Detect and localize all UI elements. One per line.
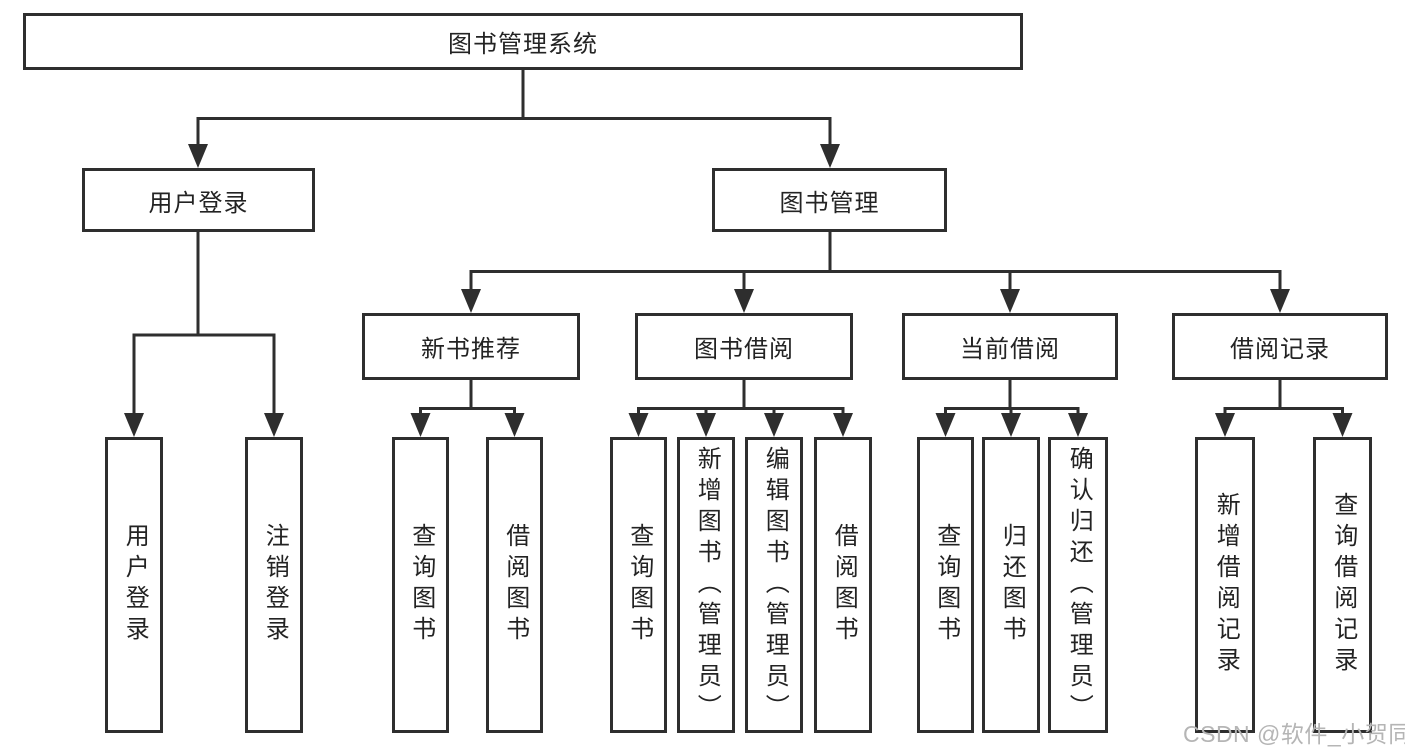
- node-borrow-record-label: 借阅记录: [1230, 337, 1330, 363]
- leaf-query-books-current: 查询图书: [917, 437, 974, 733]
- leaf-edit-books-admin: 编辑图书（管理员）: [745, 437, 803, 733]
- arrowhead: [1270, 289, 1290, 313]
- arrowhead: [461, 289, 481, 313]
- leaf-add-borrow-record-label: 新增借阅记录: [1212, 492, 1239, 678]
- arrowhead: [734, 289, 754, 313]
- node-current-borrow: 当前借阅: [902, 313, 1118, 380]
- arrowhead: [764, 413, 784, 437]
- arrowhead: [628, 413, 649, 437]
- arrowhead: [833, 413, 853, 437]
- node-book-management-label: 图书管理: [779, 190, 880, 217]
- leaf-confirm-return-admin-label: 确认归还（管理员）: [1065, 445, 1092, 725]
- leaf-query-books-current-label: 查询图书: [932, 523, 959, 647]
- arrowhead: [1001, 413, 1021, 437]
- leaf-query-books-recommend: 查询图书: [392, 437, 449, 733]
- leaf-query-borrow-record-label: 查询借阅记录: [1329, 492, 1356, 678]
- leaf-borrow-books: 借阅图书: [814, 437, 872, 733]
- node-current-borrow-label: 当前借阅: [960, 337, 1060, 363]
- node-user-login: 用户登录: [82, 168, 315, 232]
- arrowhead: [1215, 413, 1235, 437]
- arrowhead: [935, 413, 956, 437]
- connector-lines: [132, 68, 1344, 418]
- leaf-edit-books-admin-label: 编辑图书（管理员）: [761, 445, 788, 725]
- leaf-user-login-label: 用户登录: [121, 523, 148, 647]
- arrowhead: [820, 144, 840, 168]
- leaf-add-borrow-record: 新增借阅记录: [1195, 437, 1255, 733]
- node-root-label: 图书管理系统: [448, 32, 598, 58]
- node-borrow-record: 借阅记录: [1172, 313, 1388, 380]
- leaf-logout: 注销登录: [245, 437, 303, 733]
- arrowheads: [124, 144, 1353, 437]
- leaf-query-books-borrow: 查询图书: [610, 437, 667, 733]
- leaf-confirm-return-admin: 确认归还（管理员）: [1048, 437, 1108, 733]
- arrowhead: [696, 413, 716, 437]
- arrowhead: [1000, 289, 1020, 313]
- leaf-borrow-books-recommend-label: 借阅图书: [501, 523, 528, 647]
- node-book-borrow: 图书借阅: [635, 313, 853, 380]
- arrowhead: [1068, 413, 1088, 437]
- leaf-query-books-borrow-label: 查询图书: [625, 523, 652, 647]
- watermark: CSDN @软件_小贺同学: [1183, 721, 1405, 747]
- leaf-add-books-admin-label: 新增图书（管理员）: [693, 445, 720, 725]
- leaf-return-books-label: 归还图书: [998, 523, 1025, 647]
- leaf-logout-label: 注销登录: [261, 523, 288, 647]
- arrowhead: [264, 413, 284, 437]
- node-user-login-label: 用户登录: [148, 190, 249, 217]
- arrowhead: [410, 413, 431, 437]
- arrowhead: [124, 413, 144, 437]
- arrowhead: [504, 413, 525, 437]
- leaf-query-books-recommend-label: 查询图书: [407, 523, 434, 647]
- arrowhead: [1332, 413, 1353, 437]
- node-book-borrow-label: 图书借阅: [694, 337, 794, 363]
- leaf-query-borrow-record: 查询借阅记录: [1313, 437, 1372, 733]
- leaf-user-login: 用户登录: [105, 437, 163, 733]
- node-new-book-recommend-label: 新书推荐: [421, 337, 521, 363]
- leaf-borrow-books-label: 借阅图书: [830, 523, 857, 647]
- leaf-return-books: 归还图书: [982, 437, 1040, 733]
- leaf-borrow-books-recommend: 借阅图书: [486, 437, 543, 733]
- node-book-management: 图书管理: [712, 168, 947, 232]
- node-new-book-recommend: 新书推荐: [362, 313, 580, 380]
- node-root: 图书管理系统: [23, 13, 1023, 70]
- arrowhead: [188, 144, 208, 168]
- leaf-add-books-admin: 新增图书（管理员）: [677, 437, 735, 733]
